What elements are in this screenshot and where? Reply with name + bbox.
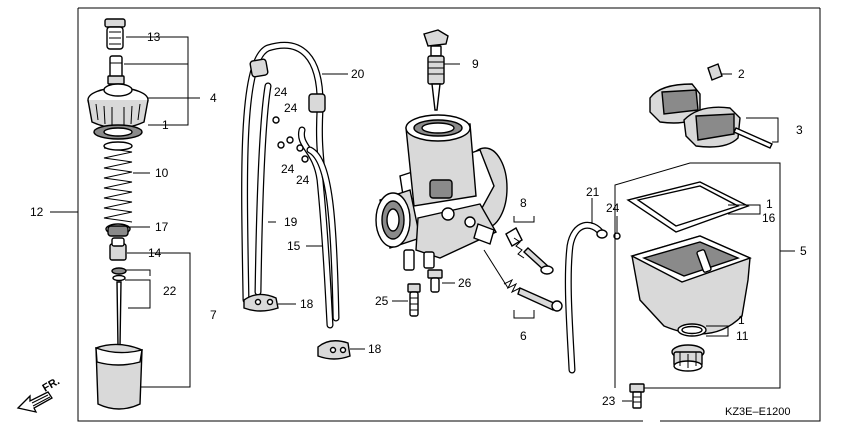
leader-22a: [125, 269, 151, 276]
leader-1c-11: [706, 325, 729, 337]
jet-needle-22: [111, 267, 127, 353]
callout-18-a: 18: [300, 297, 314, 311]
adjuster-bolt: [107, 55, 125, 85]
fr-label: FR.: [41, 375, 62, 394]
gasket-1: [93, 124, 143, 140]
callout-3: 3: [796, 123, 803, 137]
callout-15: 15: [287, 239, 301, 253]
needle-9: [423, 29, 449, 111]
callout-22: 22: [163, 284, 177, 298]
callout-13: 13: [147, 30, 161, 44]
screw-6: [503, 278, 563, 312]
hose-19: [254, 82, 272, 296]
callout-21: 21: [586, 185, 600, 199]
callout-5: 5: [800, 244, 807, 258]
float-bowl: [630, 235, 752, 335]
clips-24: [272, 116, 309, 163]
callout-1-b: 1: [766, 197, 773, 211]
callout-9: 9: [472, 57, 479, 71]
hose-20: [241, 41, 326, 304]
callout-6: 6: [520, 329, 527, 343]
callout-4: 4: [210, 91, 217, 105]
callout-26: 26: [458, 276, 472, 290]
callout-25: 25: [375, 294, 389, 308]
o-ring-11: [677, 323, 707, 337]
callout-1-c: 1: [738, 313, 745, 327]
cap-13: [104, 18, 126, 50]
leader-13: [126, 36, 189, 126]
callout-24-d: 24: [296, 173, 310, 187]
box-5: [614, 162, 781, 389]
callout-12: 12: [30, 205, 44, 219]
leader-22b: [125, 279, 151, 309]
callout-23: 23: [602, 394, 616, 408]
gasket-16: [626, 181, 750, 233]
callout-11: 11: [736, 329, 749, 343]
diagram-code: KZ3E–E1200: [725, 406, 790, 418]
plate-18-lower: [317, 340, 351, 360]
leader-1b-16: [728, 204, 761, 215]
leader-14-7: [127, 252, 191, 388]
callout-24-c: 24: [281, 162, 295, 176]
leader-3: [746, 117, 779, 143]
callout-10: 10: [155, 166, 169, 180]
carburetor-body: [375, 114, 508, 271]
float-3: [649, 83, 773, 149]
callout-2: 2: [738, 67, 745, 81]
callout-19: 19: [284, 215, 298, 229]
top-cap-4: [87, 83, 149, 129]
callout-1: 1: [162, 118, 169, 132]
vent-tube-21: [564, 221, 608, 374]
plate-18-upper: [243, 293, 279, 312]
float-pin-2: [707, 63, 732, 81]
callout-18-b: 18: [368, 342, 382, 356]
callout-24-a: 24: [274, 85, 288, 99]
bracket-8: [513, 216, 535, 223]
callout-20: 20: [351, 67, 365, 81]
screw-8: [505, 227, 554, 275]
leader-6-link: [483, 249, 509, 289]
retainer-17: [105, 223, 131, 237]
holder-14: [109, 237, 127, 261]
hose-15: [297, 126, 340, 329]
fr-direction-arrow: [16, 391, 53, 413]
callout-8: 8: [520, 196, 527, 210]
bracket-6: [513, 310, 535, 319]
callout-7: 7: [210, 308, 217, 322]
spring-10: [103, 141, 133, 223]
callout-16: 16: [762, 211, 776, 225]
callout-24-b: 24: [284, 101, 298, 115]
jet-25: [407, 283, 421, 317]
jet-26: [427, 269, 443, 293]
drain-plug: [671, 344, 705, 372]
callout-17: 17: [155, 220, 169, 234]
callout-14: 14: [148, 246, 162, 260]
callout-24-e: 24: [606, 201, 620, 215]
bolt-23: [629, 383, 645, 409]
frame-right: [660, 8, 821, 422]
throttle-slide-7: [95, 343, 143, 410]
frame-left-bottom: [77, 8, 643, 422]
